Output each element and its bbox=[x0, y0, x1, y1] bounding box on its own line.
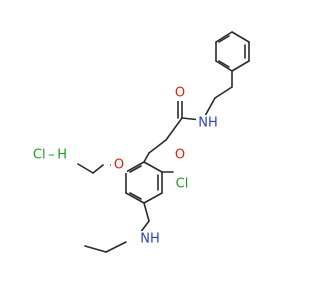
bond bbox=[204, 97, 216, 117]
molecule-diagram: O NH O O Cl NH Cl – H bbox=[33, 31, 250, 253]
atom-nh-amide: NH bbox=[198, 116, 218, 131]
bond bbox=[231, 60, 250, 72]
bond bbox=[77, 163, 94, 174]
bond bbox=[125, 161, 145, 173]
bond bbox=[84, 245, 107, 253]
bond bbox=[218, 35, 230, 43]
bond bbox=[165, 117, 183, 141]
atom-cl: Cl bbox=[176, 177, 189, 192]
bond bbox=[129, 165, 142, 173]
bond bbox=[214, 86, 233, 99]
bond bbox=[215, 60, 233, 72]
bond bbox=[143, 202, 150, 222]
bond bbox=[148, 139, 167, 154]
bond bbox=[215, 31, 233, 43]
counterion-hcl: Cl – H bbox=[33, 148, 67, 163]
bond bbox=[231, 31, 250, 43]
atom-o-ethoxy: O bbox=[114, 158, 124, 173]
bond bbox=[143, 152, 150, 163]
bond bbox=[143, 192, 163, 204]
bond bbox=[105, 241, 127, 253]
bond bbox=[92, 164, 104, 174]
bond bbox=[218, 60, 230, 68]
atom-o-carbonyl: O bbox=[175, 86, 185, 101]
atom-o-aryl-ether: O bbox=[175, 148, 185, 163]
bond bbox=[125, 192, 145, 204]
structure-canvas: O NH O O Cl NH Cl – H bbox=[33, 31, 250, 253]
phenyl-ring bbox=[215, 31, 250, 72]
bond bbox=[129, 192, 142, 200]
atom-nh-amine: NH bbox=[140, 232, 160, 247]
central-ring bbox=[125, 161, 163, 204]
bond bbox=[143, 161, 163, 173]
